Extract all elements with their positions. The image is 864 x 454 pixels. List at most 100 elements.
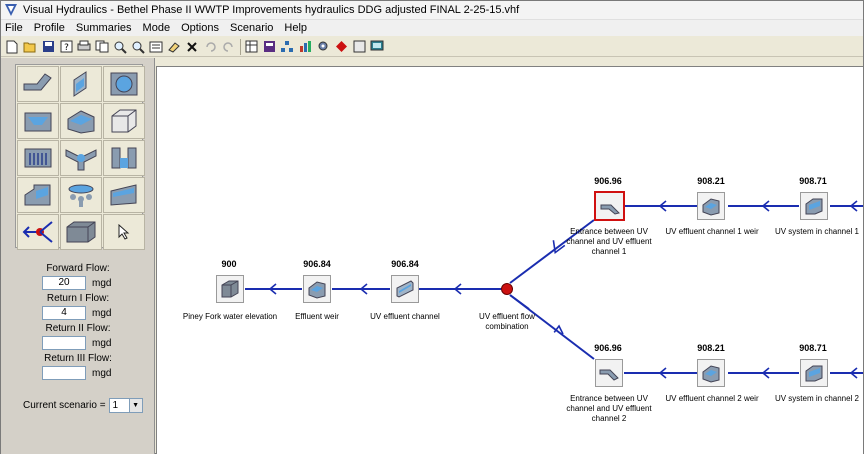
circular-tank-icon[interactable] <box>103 66 145 102</box>
weir-icon[interactable] <box>697 192 725 220</box>
weir-box-icon[interactable] <box>60 103 102 139</box>
node-name: UV system in channel 2 <box>774 394 860 403</box>
step-icon[interactable] <box>17 177 59 213</box>
delete-icon[interactable] <box>184 39 200 55</box>
junction-icon[interactable] <box>60 140 102 176</box>
new-file-icon[interactable] <box>4 39 20 55</box>
menu-bar: File Profile Summaries Mode Options Scen… <box>1 20 863 36</box>
node-name: Entrance between UV channel and UV efflu… <box>566 227 652 256</box>
forward-flow-label: Forward Flow: <box>46 263 110 274</box>
arrow-10 <box>552 240 566 255</box>
weir-icon[interactable] <box>697 359 725 387</box>
menu-options[interactable]: Options <box>181 22 219 34</box>
left-panel: Forward Flow: 20 mgd Return I Flow: 4 mg… <box>1 58 155 454</box>
pipe-icon[interactable] <box>17 66 59 102</box>
eraser-icon[interactable] <box>166 39 182 55</box>
settings-icon[interactable] <box>315 39 331 55</box>
node-elevation: 900 <box>221 259 237 269</box>
window-title: Visual Hydraulics - Bethel Phase II WWTP… <box>23 4 520 16</box>
node-name: UV system in channel 1 <box>774 227 860 236</box>
zoom-out-icon[interactable] <box>130 39 146 55</box>
zoom-in-icon[interactable] <box>112 39 128 55</box>
tank-icon[interactable] <box>216 275 244 303</box>
title-bar: Visual Hydraulics - Bethel Phase II WWTP… <box>1 1 863 20</box>
menu-profile[interactable]: Profile <box>33 22 65 34</box>
network-icon[interactable] <box>279 39 295 55</box>
forward-flow-group: Forward Flow: 20 mgd <box>1 263 155 290</box>
menu-scenario[interactable]: Scenario <box>230 22 274 34</box>
rectangular-basin-icon[interactable] <box>17 103 59 139</box>
node-name: UV effluent channel <box>370 312 440 321</box>
help-icon[interactable]: ? <box>58 39 74 55</box>
print-preview-icon[interactable] <box>76 39 92 55</box>
node-elevation: 908.71 <box>799 343 827 353</box>
pointer-icon[interactable] <box>103 214 145 250</box>
return1-flow-unit: mgd <box>92 307 112 319</box>
menu-mode[interactable]: Mode <box>142 22 171 34</box>
arrow-5 <box>761 200 770 212</box>
scenario-row: Current scenario = 1 ▼ <box>23 398 143 413</box>
report-icon[interactable] <box>351 39 367 55</box>
chart-icon[interactable] <box>297 39 313 55</box>
channel-icon[interactable] <box>60 66 102 102</box>
forward-flow-input[interactable]: 20 <box>42 276 86 290</box>
arrow-11 <box>553 324 564 335</box>
link-n5-n4 <box>509 219 595 284</box>
flow-links <box>245 200 863 379</box>
toolbar: ? <box>1 37 863 57</box>
chevron-down-icon[interactable]: ▼ <box>128 399 142 412</box>
return3-flow-unit: mgd <box>92 367 112 379</box>
node-name: Entrance between UV channel and UV efflu… <box>566 394 652 423</box>
arrow-7 <box>658 367 667 379</box>
diagram-canvas[interactable]: 900 Piney Fork water elevation 906.84 Ef… <box>156 66 863 454</box>
weir-icon[interactable] <box>303 275 331 303</box>
open-folder-icon[interactable] <box>22 39 38 55</box>
node-elevation: 908.21 <box>697 176 725 186</box>
arrow-2 <box>359 283 368 295</box>
open-tank-icon[interactable] <box>60 214 102 250</box>
return2-flow-input[interactable] <box>42 336 86 350</box>
node-elevation: 908.71 <box>799 176 827 186</box>
calculator-icon[interactable] <box>261 39 277 55</box>
menu-summaries[interactable]: Summaries <box>75 22 132 34</box>
undo-icon[interactable] <box>202 39 218 55</box>
scenario-select[interactable]: 1 ▼ <box>108 398 143 413</box>
screen-icon[interactable] <box>17 140 59 176</box>
forward-flow-unit: mgd <box>92 277 112 289</box>
junction-icon[interactable] <box>501 283 513 295</box>
monitor-icon[interactable] <box>369 39 385 55</box>
return3-flow-input[interactable] <box>42 366 86 380</box>
flow-link-icon[interactable] <box>17 214 59 250</box>
menu-help[interactable]: Help <box>284 22 308 34</box>
node-elevation: 906.96 <box>594 343 622 353</box>
node-name: Effluent weir <box>295 312 339 321</box>
drop-structure-icon[interactable] <box>103 177 145 213</box>
return2-flow-group: Return II Flow: mgd <box>1 323 155 350</box>
toolbar-separator <box>240 38 241 55</box>
channel-icon[interactable] <box>391 275 419 303</box>
pipe-icon[interactable] <box>594 191 625 221</box>
arrow-6 <box>849 200 858 212</box>
copy-icon[interactable] <box>94 39 110 55</box>
return1-flow-input[interactable]: 4 <box>42 306 86 320</box>
scenario-label: Current scenario = <box>23 400 106 411</box>
stop-icon[interactable] <box>333 39 349 55</box>
menu-file[interactable]: File <box>5 22 23 34</box>
redo-icon[interactable] <box>220 39 236 55</box>
properties-icon[interactable] <box>148 39 164 55</box>
uv-system-icon[interactable] <box>800 192 828 220</box>
return3-flow-label: Return III Flow: <box>44 353 112 364</box>
return2-flow-label: Return II Flow: <box>45 323 111 334</box>
uv-system-icon[interactable] <box>800 359 828 387</box>
return2-flow-unit: mgd <box>92 337 112 349</box>
pipe-icon[interactable] <box>595 359 623 387</box>
grid-icon[interactable] <box>243 39 259 55</box>
box-tank-icon[interactable] <box>103 103 145 139</box>
return3-flow-group: Return III Flow: mgd <box>1 353 155 380</box>
save-icon[interactable] <box>40 39 56 55</box>
arrow-9 <box>849 367 858 379</box>
diffuser-icon[interactable] <box>60 177 102 213</box>
node-name: Piney Fork water elevation <box>182 312 278 321</box>
sluice-gate-icon[interactable] <box>103 140 145 176</box>
